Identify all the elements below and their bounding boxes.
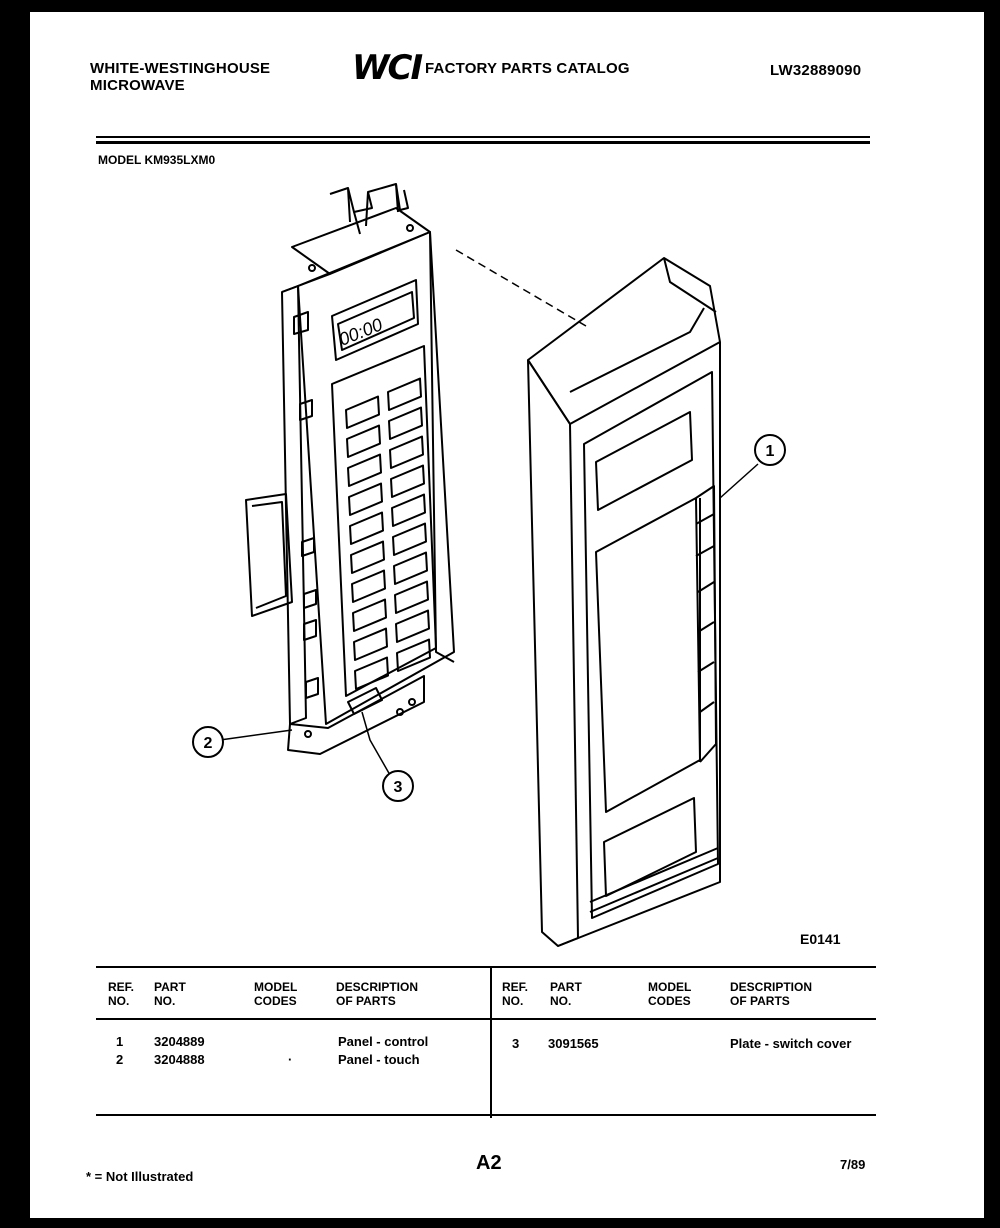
callout-1: 1 — [754, 434, 786, 466]
table-row: 2 3204888 · Panel - touch — [116, 1052, 420, 1067]
table-top-rule — [96, 966, 876, 968]
keypad-key — [391, 493, 426, 527]
keypad-key — [352, 598, 387, 632]
table-divider — [490, 968, 492, 1118]
header-rule-top — [96, 136, 870, 138]
keypad-key — [393, 551, 428, 585]
catalog-number: LW32889090 — [770, 62, 862, 79]
diagram-code: E0141 — [800, 931, 841, 947]
keypad-key — [350, 540, 385, 574]
svg-text:3: 3 — [394, 779, 403, 796]
table-row: 1 3204889 Panel - control — [116, 1034, 429, 1049]
keypad-key — [388, 406, 423, 440]
wci-logo: WCI — [352, 48, 423, 88]
callout-2: 2 — [192, 726, 224, 758]
svg-text:2: 2 — [204, 735, 213, 752]
side-flap — [245, 493, 293, 617]
keypad-key — [396, 638, 431, 672]
keypad-key — [387, 377, 422, 411]
keypad-key — [390, 464, 425, 498]
model-label: MODEL KM935LXM0 — [98, 153, 216, 167]
keypad-key — [392, 522, 427, 556]
keypad-key — [395, 609, 430, 643]
keypad-key — [346, 424, 381, 458]
table-bottom-rule — [96, 1114, 876, 1116]
table-header-rule — [96, 1018, 876, 1020]
svg-text:1: 1 — [766, 443, 775, 460]
keypad-key — [394, 580, 429, 614]
control-panel-assembly — [527, 257, 721, 947]
keypad-key — [353, 627, 388, 661]
catalog-date: 7/89 — [840, 1157, 866, 1172]
footnote: * = Not Illustrated — [86, 1169, 194, 1184]
brand-line-1: WHITE-WESTINGHOUSE — [90, 60, 271, 77]
keypad-key — [351, 569, 386, 603]
switch-cover-plate — [347, 687, 383, 715]
table-row: 3 3091565 Plate - switch cover — [512, 1036, 852, 1051]
keypad-key — [389, 435, 424, 469]
keypad-key — [348, 482, 383, 516]
brand-line-2: MICROWAVE — [90, 77, 185, 94]
keypad-grid — [345, 377, 431, 690]
catalog-title: FACTORY PARTS CATALOG — [425, 60, 630, 77]
keypad-key — [347, 453, 382, 487]
keypad-key — [354, 656, 389, 690]
keypad-key — [345, 395, 380, 429]
page-number: A2 — [476, 1152, 502, 1174]
exploded-diagram: 00:00 — [192, 183, 786, 947]
callout-3: 3 — [382, 770, 414, 802]
header-rule-bottom — [96, 141, 870, 144]
catalog-page: WHITE-WESTINGHOUSE MICROWAVE WCI FACTORY… — [30, 12, 984, 1218]
brand-name: WHITE-WESTINGHOUSE MICROWAVE — [90, 60, 270, 94]
keypad-key — [349, 511, 384, 545]
